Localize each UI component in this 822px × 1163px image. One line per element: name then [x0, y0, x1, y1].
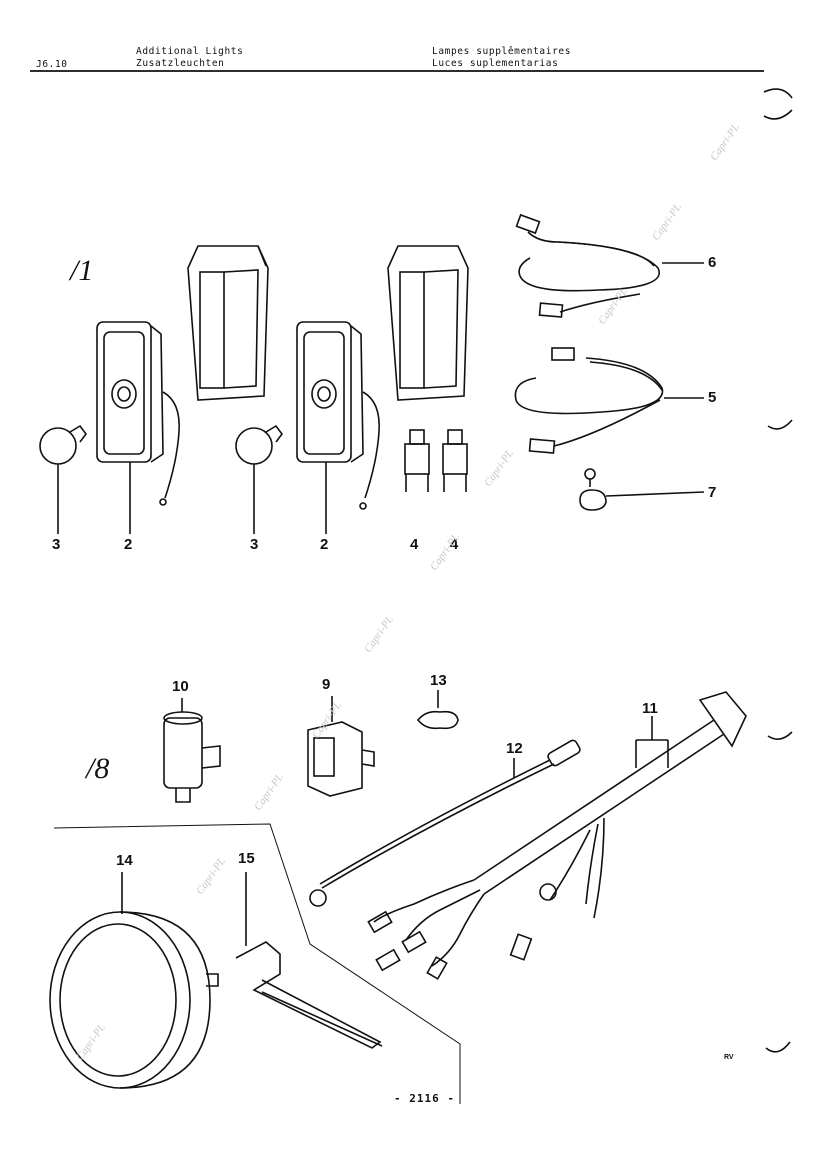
callout-7: 7: [708, 484, 717, 501]
callout-4a: 4: [410, 536, 419, 553]
callout-12: 12: [506, 740, 523, 757]
page-number: - 2116 -: [394, 1092, 455, 1105]
figure-marker-1: /1: [70, 254, 94, 287]
callout-4b: 4: [450, 536, 459, 553]
callout-10: 10: [172, 678, 189, 695]
callout-3a: 3: [52, 536, 61, 553]
title-english: Additional Lights: [136, 46, 244, 57]
callout-9: 9: [322, 676, 331, 693]
callout-11: 11: [642, 700, 658, 717]
callout-2b: 2: [320, 536, 329, 553]
callout-14: 14: [116, 852, 133, 869]
title-spanish: Luces suplementarias: [432, 58, 559, 69]
figure-marker-8: /8: [86, 752, 110, 785]
callout-5: 5: [708, 389, 717, 406]
callout-6: 6: [708, 254, 717, 271]
page-code: J6.10: [36, 59, 68, 70]
title-french: Lampes supplêmentaires: [432, 46, 572, 57]
title-german: Zusatzleuchten: [136, 58, 225, 69]
draftsman-initials: RV: [724, 1054, 734, 1061]
callout-15: 15: [238, 850, 255, 867]
callout-13: 13: [430, 672, 447, 689]
callout-2a: 2: [124, 536, 133, 553]
callout-3b: 3: [250, 536, 259, 553]
